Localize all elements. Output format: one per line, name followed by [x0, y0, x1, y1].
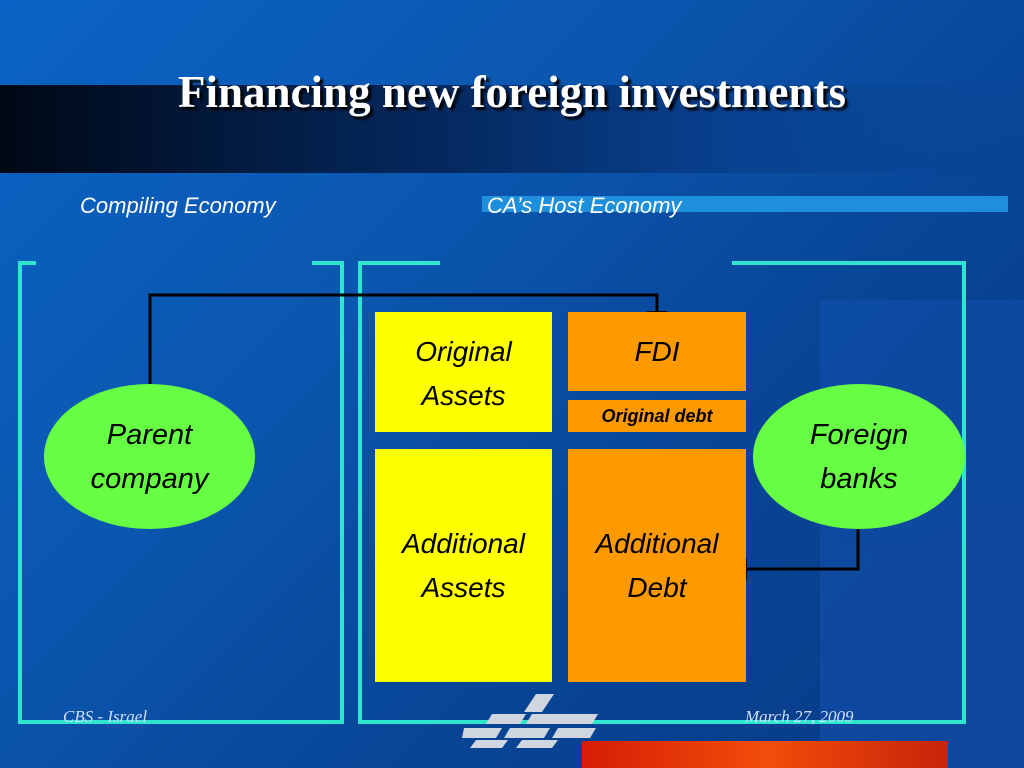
original-assets-box: Original Assets [375, 312, 552, 432]
cbs-logo-icon [462, 694, 598, 748]
slide-title: Financing new foreign investments [178, 67, 846, 117]
foreign-banks-line-1: Foreign [809, 418, 909, 451]
compiling-economy-header: Compiling Economy [80, 193, 276, 218]
host-economy-header: CA’s Host Economy [487, 193, 682, 218]
original-debt-box: Original debt [568, 400, 746, 432]
foreign-banks-ellipse: Foreign banks [753, 384, 965, 529]
footer-date: March 27, 2009 [745, 707, 854, 726]
footer-organization: CBS - Israel [63, 707, 148, 726]
foreign-banks-line-2: banks [820, 462, 898, 495]
original-assets-line-2: Assets [421, 380, 506, 411]
title-band [0, 85, 1024, 173]
original-debt-label: Original debt [601, 406, 713, 426]
additional-debt-line-2: Debt [627, 571, 687, 603]
fdi-box: FDI [568, 312, 746, 391]
parent-company-line-2: company [90, 462, 209, 495]
header-accent-bar [482, 196, 1008, 212]
additional-assets-line-1: Additional [402, 527, 525, 559]
bottom-accent-bar [582, 741, 948, 768]
compiling-economy-frame [18, 261, 344, 724]
fdi-label: FDI [634, 336, 680, 367]
parent-company-ellipse: Parent company [44, 384, 255, 529]
right-shade-panel [820, 300, 1024, 768]
additional-debt-box: Additional Debt [568, 449, 746, 682]
host-economy-frame [358, 261, 966, 724]
additional-assets-line-2: Assets [421, 571, 506, 603]
debt-arrow [725, 529, 860, 580]
parent-company-line-1: Parent [106, 418, 193, 451]
additional-debt-line-1: Additional [595, 527, 719, 559]
original-assets-line-1: Original [415, 336, 512, 367]
additional-assets-box: Additional Assets [375, 449, 552, 682]
